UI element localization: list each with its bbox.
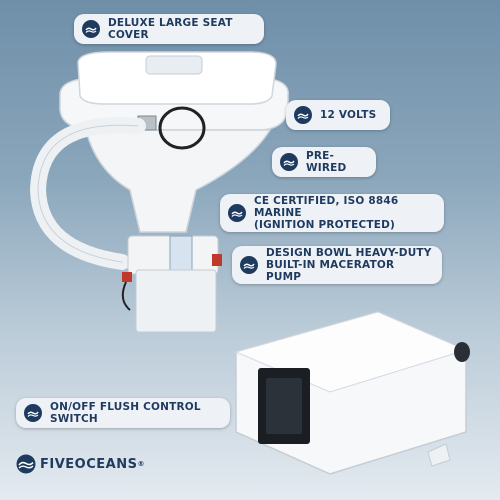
callout-label: DELUXE LARGE SEAT COVER [108,17,233,41]
wave-logo-icon [16,454,36,474]
callout-label-multiline: DESIGN BOWL HEAVY-DUTY BUILT-IN MACERATO… [266,247,432,283]
callout-line: DESIGN BOWL HEAVY-DUTY [266,247,432,259]
callout-12-volts: 12 VOLTS [286,100,390,130]
callout-label: ON/OFF FLUSH CONTROL SWITCH [50,401,201,425]
callout-line: BUILT-IN MACERATOR PUMP [266,259,395,283]
brand-name: FIVEOCEANS [40,456,138,472]
brand-logo: FIVEOCEANS ® [16,454,145,474]
wave-icon [294,106,312,124]
callout-pre-wired: PRE-WIRED [272,147,376,177]
wave-icon [24,404,42,422]
macerator-pump [121,235,222,333]
callout-line: (IGNITION PROTECTED) [254,219,396,231]
toilet [59,51,289,233]
flush-control-switch [234,311,470,475]
callout-macerator-pump: DESIGN BOWL HEAVY-DUTY BUILT-IN MACERATO… [232,246,442,284]
wave-icon [228,204,246,222]
callout-label-multiline: CE CERTIFIED, ISO 8846 MARINE (IGNITION … [254,195,434,231]
wave-icon [240,256,258,274]
callout-label: PRE-WIRED [306,150,347,174]
callout-line: CE CERTIFIED, ISO 8846 MARINE [254,195,399,219]
callout-label: 12 VOLTS [320,109,377,121]
callout-seat-cover: DELUXE LARGE SEAT COVER [74,14,264,44]
wave-icon [82,20,100,38]
callout-flush-switch: ON/OFF FLUSH CONTROL SWITCH [16,398,230,428]
wave-icon [280,153,298,171]
brand-registered-mark: ® [137,460,145,468]
callout-ce-certified: CE CERTIFIED, ISO 8846 MARINE (IGNITION … [220,194,444,232]
